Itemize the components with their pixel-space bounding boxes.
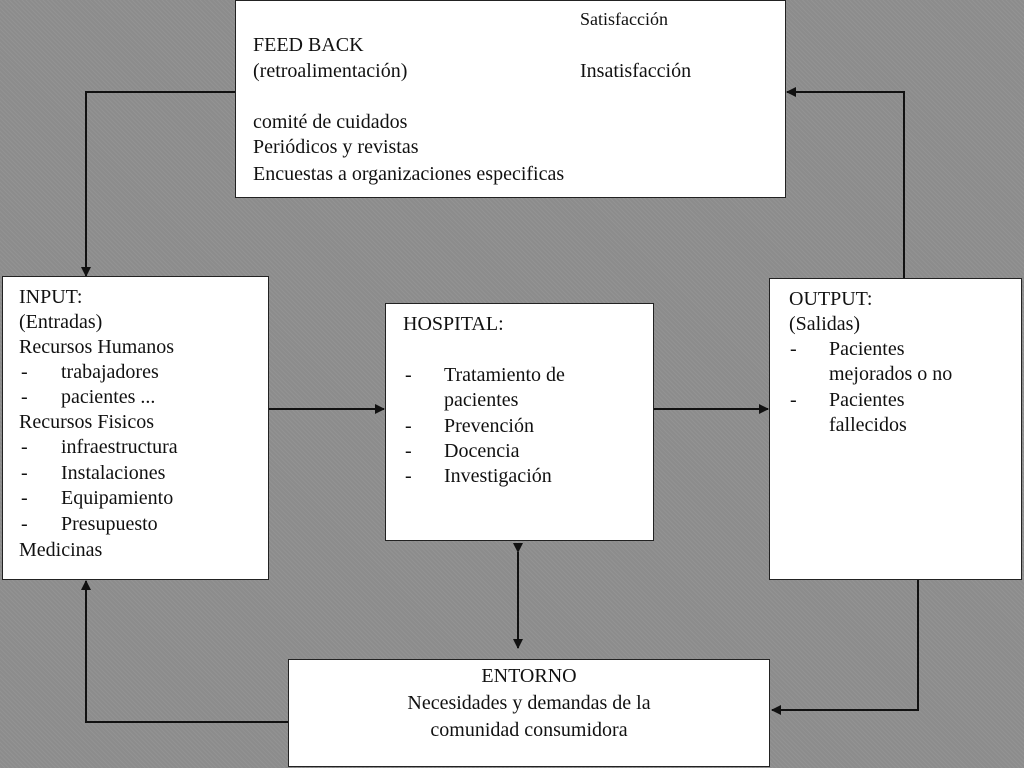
input-subtitle: (Entradas) [19,311,103,333]
bullet-dash: - [790,389,797,411]
feedback-line-surveys: Encuestas a organizaciones especificas [253,163,565,185]
output-item-deceased-line2: fallecidos [829,414,907,436]
bullet-dash: - [405,415,412,437]
input-box: INPUT: (Entradas) Recursos Humanos - tra… [2,276,269,580]
bullet-dash: - [405,465,412,487]
arrow-output-to-feedback [786,87,905,278]
physical-item-equipment: Equipamiento [61,487,174,509]
hospital-item-prevention: Prevención [444,415,534,437]
hospital-box: HOSPITAL: - Tratamiento de pacientes - P… [385,303,654,541]
output-box: OUTPUT: (Salidas) - Pacientes mejorados … [769,278,1022,580]
hospital-item-treatment-line2: pacientes [444,389,519,411]
output-item-improved-line2: mejorados o no [829,363,953,385]
bullet-dash: - [790,338,797,360]
feedback-subtitle: (retroalimentación) [253,60,408,82]
arrow-output-to-entorno [771,580,919,715]
feedback-box: Satisfacción FEED BACK (retroalimentació… [235,0,786,198]
arrow-entorno-to-input [81,580,288,723]
entorno-line2: comunidad consumidora [430,719,628,741]
physical-item-infrastructure: infraestructura [61,436,178,458]
arrow-feedback-to-input [81,91,236,277]
bullet-dash: - [21,487,28,509]
physical-item-budget: Presupuesto [61,513,158,535]
bullet-dash: - [405,364,412,386]
bullet-dash: - [405,440,412,462]
hospital-title: HOSPITAL: [403,313,504,335]
hospital-item-teaching: Docencia [444,440,520,462]
human-item-patients: pacientes ... [61,386,156,408]
output-title: OUTPUT: [789,288,873,310]
bullet-dash: - [21,436,28,458]
dissatisfaction-label: Insatisfacción [580,60,692,82]
bullet-dash: - [21,513,28,535]
bullet-dash: - [21,462,28,484]
physical-item-facilities: Instalaciones [61,462,166,484]
hospital-item-treatment-line1: Tratamiento de [444,364,565,386]
entorno-title: ENTORNO [481,665,577,687]
output-subtitle: (Salidas) [789,313,861,335]
feedback-line-committee: comité de cuidados [253,111,408,133]
hospital-item-research: Investigación [444,465,552,487]
output-item-improved-line1: Pacientes [829,338,905,360]
feedback-line-press: Periódicos y revistas [253,136,419,158]
feedback-title: FEED BACK [253,34,364,56]
bullet-dash: - [21,386,28,408]
entorno-box: ENTORNO Necesidades y demandas de la com… [288,659,770,767]
physical-resources-label: Recursos Fisicos [19,411,154,433]
human-item-workers: trabajadores [61,361,159,383]
entorno-line1: Necesidades y demandas de la [407,692,651,714]
medicines-label: Medicinas [19,539,103,561]
input-title: INPUT: [19,286,83,308]
bullet-dash: - [21,361,28,383]
satisfaction-label: Satisfacción [580,9,668,29]
output-item-deceased-line1: Pacientes [829,389,905,411]
human-resources-label: Recursos Humanos [19,336,174,358]
